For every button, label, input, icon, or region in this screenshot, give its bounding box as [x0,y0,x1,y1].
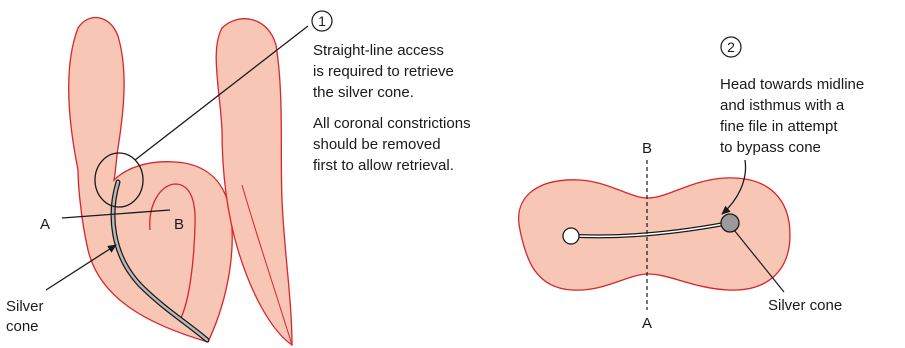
left-annotation-line-4: All coronal constrictions [313,115,471,132]
right-annotation-line-3: fine file in attempt [720,118,838,135]
section-label-b-right: B [642,140,652,157]
left-annotation-line-1: Straight-line access [313,42,444,59]
cone-leader-right [733,229,785,293]
section-line-ab [61,209,171,219]
section-label-b-left: B [174,216,184,233]
cone-label-left-line2: cone [6,318,39,335]
isthmus-line-inner [577,223,725,238]
left-annotation-line-5: should be removed [313,136,441,153]
cone-label-left-line1: Silver [6,298,44,315]
distal-canal [241,184,293,346]
constriction-circle [94,152,144,208]
silver-cone-section [720,213,740,233]
section-label-a-right: A [642,315,652,332]
mesial-root-notch [149,183,196,321]
right-annotation-line-4: to bypass cone [720,139,821,156]
section-label-a-left: A [40,216,50,233]
right-annotation-line-2: and isthmus with a [720,97,845,114]
left-annotation-line-3: the silver cone. [313,84,414,101]
left-figure: A B Silver cone 1 Straight-line access i… [6,10,471,347]
right-annotation-line-1: Head towards midline [720,76,864,93]
left-annotation-line-2: is required to retrieve [313,63,454,80]
step-2-number: 2 [727,39,735,55]
open-canal [562,227,580,245]
right-figure: B A Silver cone 2 Head towards midline a… [518,36,864,332]
cone-arrow-left [45,244,117,291]
step-2-circle [720,36,742,58]
leader-line-1 [134,25,309,161]
cone-label-right: Silver cone [768,297,842,314]
file-direction-arrow [721,159,747,215]
left-annotation-line-6: first to allow retrieval. [313,157,454,174]
step-1-circle [311,10,333,32]
silver-cone-core [111,180,209,342]
step-1-number: 1 [318,13,326,29]
